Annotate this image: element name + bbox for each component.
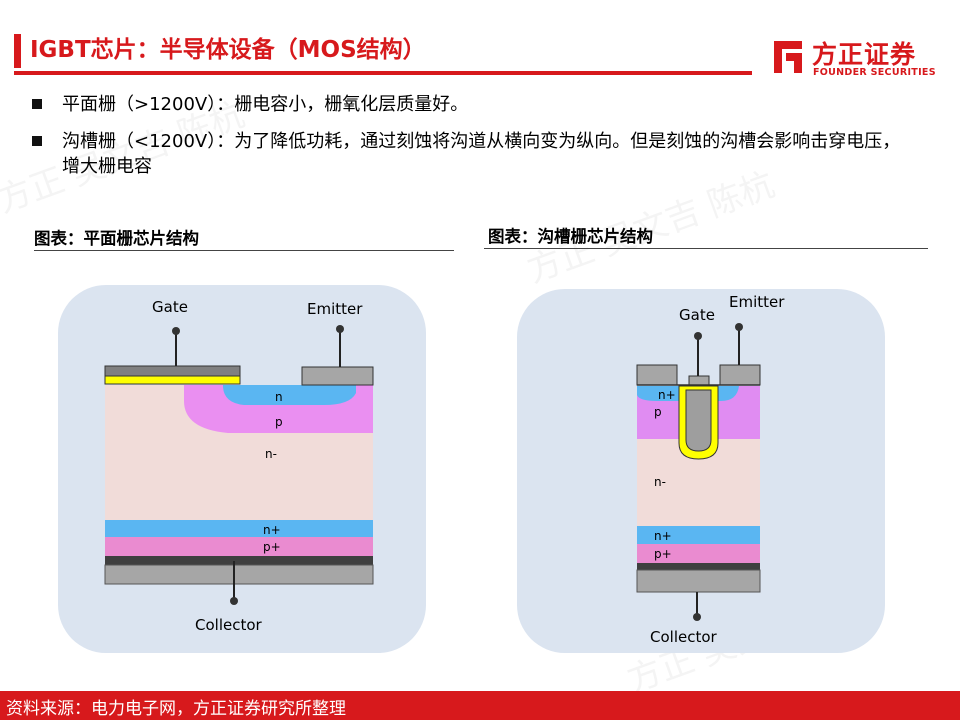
p-label: p [275, 415, 283, 429]
bullet-list: 平面栅（>1200V）：栅电容小，栅氧化层质量好。 沟槽栅（<1200V）：为了… [30, 92, 930, 191]
figure-title-trench: 图表：沟槽栅芯片结构 [488, 227, 653, 246]
emitter-electrode [719, 364, 761, 386]
emitter-label: Emitter [307, 300, 363, 318]
gate-terminal-icon [694, 332, 702, 340]
gate-oxide [104, 375, 241, 385]
footer-bar: 资料来源：电力电子网，方正证券研究所整理 [0, 691, 960, 720]
logo-text-cn: 方正证券 [812, 40, 917, 69]
collector-metal [105, 556, 373, 565]
square-bullet-icon [32, 136, 42, 146]
figure-title-divider [484, 248, 928, 249]
emitter-electrode [636, 364, 678, 386]
emitter-terminal-icon [336, 325, 344, 333]
trench-gate [685, 389, 712, 452]
company-logo: 方正证券 FOUNDER SECURITIES [768, 37, 948, 83]
n-plus-label: n+ [654, 529, 672, 543]
p-plus-label: p+ [263, 540, 281, 554]
collector-terminal-icon [693, 613, 701, 621]
n-plus-source-label: n+ [658, 388, 676, 402]
collector-terminal-icon [230, 597, 238, 605]
collector-electrode [104, 564, 374, 585]
gate-label: Gate [152, 298, 188, 316]
bullet-item: 平面栅（>1200V）：栅电容小，栅氧化层质量好。 [30, 92, 930, 117]
title-accent-bar [14, 34, 21, 68]
bullet-text: 平面栅（>1200V）：栅电容小，栅氧化层质量好。 [62, 94, 469, 115]
n-plus-layer [637, 526, 760, 544]
p-plus-layer [105, 537, 373, 556]
p-plus-layer [637, 544, 760, 563]
collector-electrode [636, 569, 761, 593]
n-plus-label: n+ [263, 523, 281, 537]
gate-terminal-icon [172, 327, 180, 335]
trench-gate-diagram: Gate Emitter n+ p n- n+ p+ Collector [517, 289, 885, 653]
n-plus-source [637, 386, 682, 401]
p-plus-label: p+ [654, 547, 672, 561]
p-label: p [654, 405, 662, 419]
collector-metal [637, 563, 760, 570]
page-title: IGBT芯片：半导体设备（MOS结构） [30, 37, 426, 63]
n-minus-label: n- [265, 447, 277, 461]
planar-gate-diagram: Gate Emitter n p n- n+ p+ Collector [58, 285, 426, 653]
title-underline [14, 71, 752, 75]
collector-label: Collector [195, 616, 263, 634]
logo-text-en: FOUNDER SECURITIES [813, 67, 936, 78]
source-note: 资料来源：电力电子网，方正证券研究所整理 [6, 699, 346, 719]
square-bullet-icon [32, 99, 42, 109]
emitter-terminal-icon [735, 323, 743, 331]
collector-label: Collector [650, 628, 718, 646]
n-minus-label: n- [654, 475, 666, 489]
bullet-text: 沟槽栅（<1200V）：为了降低功耗，通过刻蚀将沟道从横向变为纵向。但是刻蚀的沟… [62, 131, 901, 177]
gate-electrode [104, 365, 241, 377]
n-label: n [275, 390, 283, 404]
emitter-label: Emitter [729, 293, 785, 311]
emitter-electrode [301, 366, 374, 386]
founder-logo-icon [774, 41, 802, 73]
gate-label: Gate [679, 306, 715, 324]
bullet-item: 沟槽栅（<1200V）：为了降低功耗，通过刻蚀将沟道从横向变为纵向。但是刻蚀的沟… [30, 129, 902, 179]
n-region [223, 385, 356, 405]
figure-title-divider [34, 250, 454, 251]
figure-title-planar: 图表：平面栅芯片结构 [34, 229, 199, 248]
n-plus-source [715, 386, 739, 401]
n-plus-layer [105, 520, 373, 537]
